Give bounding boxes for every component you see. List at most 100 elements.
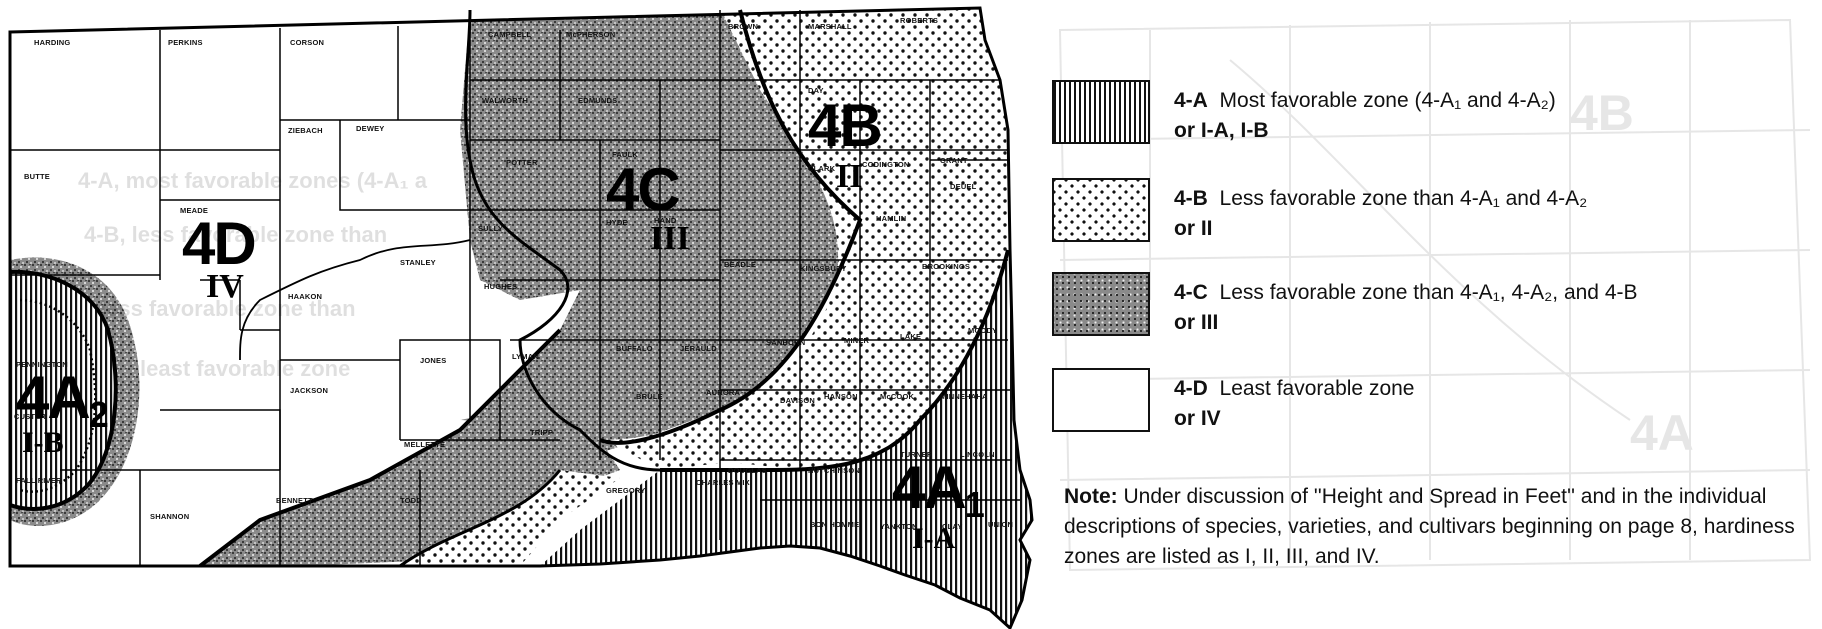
county-label-moody: MOODY xyxy=(968,326,998,335)
county-label-buffalo: BUFFALO xyxy=(616,344,653,353)
legend-item-4c: 4-C Less favorable zone than 4-A₁, 4-A₂,… xyxy=(1052,272,1812,342)
county-label-dewey: DEWEY xyxy=(356,124,385,133)
legend-alt-4d: or IV xyxy=(1174,407,1221,430)
zone-label-4a2-text: 4A xyxy=(16,364,91,431)
ghost-text-4: least favorable zone xyxy=(140,356,351,381)
county-label-jerauld: JERAULD xyxy=(680,344,717,353)
county-label-minnehaha: MINNEHAHA xyxy=(940,392,988,401)
legend-desc-4d: Least favorable zone xyxy=(1219,377,1415,400)
legend-desc-4a: Most favorable zone (4-A₁ and 4-A₂) xyxy=(1219,89,1556,112)
county-label-sanborn: SANBORN xyxy=(766,338,806,347)
zone-label-4c: 4C xyxy=(606,156,681,223)
county-label-shannon: SHANNON xyxy=(150,512,190,521)
county-label-walworth: WALWORTH xyxy=(482,96,529,105)
hardiness-note: Note: Under discussion of ''Height and S… xyxy=(1064,482,1814,572)
boundary-4c-south xyxy=(198,328,562,568)
county-label-charles-mix: CHARLES MIX xyxy=(696,478,750,487)
county-label-jackson: JACKSON xyxy=(290,386,329,395)
county-label-aurora: AURORA xyxy=(706,388,741,397)
county-label-turner: TURNER xyxy=(900,450,933,459)
county-label-mcpherson: McPHERSON xyxy=(566,30,616,39)
county-label-clay: CLAY xyxy=(942,522,963,531)
county-label-davison: DAVISON xyxy=(780,396,816,405)
county-label-bon-homme: BON HOMME xyxy=(810,520,860,529)
county-label-sully: SULLY xyxy=(478,224,503,233)
zone-roman-4d: IV xyxy=(206,268,244,305)
county-label-ziebach: ZIEBACH xyxy=(288,126,323,135)
county-label-marshall: MARSHALL xyxy=(808,22,852,31)
county-label-hand: HAND xyxy=(654,216,677,225)
zone-label-4d: 4D xyxy=(182,210,257,277)
county-label-edmunds: EDMUNDS xyxy=(578,96,618,105)
ghost-text-2: 4-B, less favorable zone than xyxy=(84,222,388,247)
county-label-custer: CUSTER xyxy=(14,412,47,421)
county-label-mccook: McCOOK xyxy=(880,392,915,401)
boundary-4a2 xyxy=(9,269,118,511)
county-label-pennington: PENNINGTON xyxy=(16,360,68,369)
state-outline xyxy=(8,6,1034,629)
legend-item-4d: 4-D Least favorable zone or IV xyxy=(1052,368,1812,438)
zone-4b-south-strip xyxy=(400,470,620,566)
county-label-brookings: BROOKINGS xyxy=(922,262,971,271)
county-label-grant: GRANT xyxy=(940,156,968,165)
county-label-todd: TODD xyxy=(400,496,422,505)
legend-swatch-vertical-lines xyxy=(1052,80,1150,144)
legend-code-4c: 4-C xyxy=(1174,281,1208,304)
hardiness-zone-map: HARDING PERKINS CORSON CAMPBELL McPHERSO… xyxy=(8,6,1034,629)
county-label-bennett: BENNETT xyxy=(276,496,313,505)
zone-roman-4a1: I-A xyxy=(912,522,956,555)
county-label-hyde: HYDE xyxy=(606,218,628,227)
county-label-day: DAY xyxy=(808,86,824,95)
county-label-corson: CORSON xyxy=(290,38,325,47)
county-label-hughes: HUGHES xyxy=(484,282,518,291)
legend-text-4c: 4-C Less favorable zone than 4-A₁, 4-A₂,… xyxy=(1174,278,1638,338)
south-dakota-map-svg xyxy=(8,6,1034,629)
legend-code-4b: 4-B xyxy=(1174,187,1208,210)
legend-text-4a: 4-A Most favorable zone (4-A₁ and 4-A₂) … xyxy=(1174,86,1556,146)
missouri-river-west xyxy=(239,239,471,361)
legend-text-4b: 4-B Less favorable zone than 4-A₁ and 4-… xyxy=(1174,184,1587,244)
ghost-text-3: less favorable zone than xyxy=(100,296,356,321)
boundary-4b-south xyxy=(399,469,562,568)
county-label-jones: JONES xyxy=(420,356,447,365)
county-label-meade: MEADE xyxy=(180,206,209,215)
legend-code-4a: 4-A xyxy=(1174,89,1208,112)
svg-text:4B: 4B xyxy=(1570,85,1634,141)
county-label-gregory: GREGORY xyxy=(606,486,646,495)
zone-4c-region xyxy=(200,10,860,566)
county-label-roberts: ROBERTS xyxy=(900,16,939,25)
legend-swatch-blank xyxy=(1052,368,1150,432)
county-label-mellette: MELLETTE xyxy=(404,440,446,449)
legend-swatch-dots xyxy=(1052,178,1150,242)
legend-desc-4b: Less favorable zone than 4-A₁ and 4-A₂ xyxy=(1219,187,1588,210)
legend-text-4d: 4-D Least favorable zone or IV xyxy=(1174,374,1414,434)
county-label-haakon: HAAKON xyxy=(288,292,323,301)
zone-label-4a1-subscript: 1 xyxy=(964,484,985,525)
county-label-codington: CODINGTON xyxy=(862,160,910,169)
note-lead: Note: xyxy=(1064,485,1118,508)
county-label-brule: BRULE xyxy=(636,392,663,401)
zone-label-4a1: 4A1 xyxy=(892,458,985,525)
legend-code-4d: 4-D xyxy=(1174,377,1208,400)
county-label-harding: HARDING xyxy=(34,38,71,47)
legend-alt-4b: or II xyxy=(1174,217,1213,240)
note-body: Under discussion of ''Height and Spread … xyxy=(1064,485,1795,568)
county-label-kingsbury: KINGSBURY xyxy=(800,264,847,273)
county-label-tripp: TRIPP xyxy=(530,428,554,437)
zone-label-4a1-text: 4A xyxy=(892,454,967,521)
county-label-hamlin: HAMLIN xyxy=(876,214,907,223)
zone-label-4b: 4B xyxy=(808,92,883,159)
legend-alt-4c: or III xyxy=(1174,311,1219,334)
zone-4a2-region xyxy=(10,271,116,509)
legend-item-4a: 4-A Most favorable zone (4-A₁ and 4-A₂) … xyxy=(1052,80,1812,150)
county-label-deuel: DEUEL xyxy=(950,182,977,191)
zone-4a1-region xyxy=(540,250,1032,628)
svg-text:4A: 4A xyxy=(1630,405,1694,461)
county-label-hutchinson: HUTCHINSON xyxy=(808,466,860,475)
county-label-brown: BROWN xyxy=(728,22,759,31)
ghost-text-1: 4-A, most favorable zones (4-A₁ a xyxy=(78,168,427,193)
boundary-4a1-4b xyxy=(660,249,1010,472)
county-label-clark: CLARK xyxy=(808,164,836,173)
county-label-campbell: CAMPBELL xyxy=(488,30,532,39)
county-label-lincoln: LINCOLN xyxy=(960,450,995,459)
